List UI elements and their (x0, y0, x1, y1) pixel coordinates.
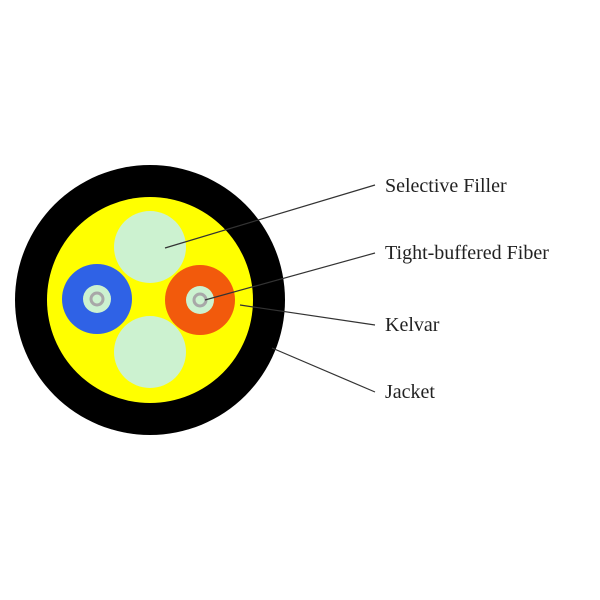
label-kelvar: Kelvar (385, 314, 440, 336)
cable-cross-section (15, 165, 285, 435)
leader-line-tight-buffered-fiber (204, 252, 376, 301)
kelvar-layer (47, 197, 253, 403)
fiber-cladding-left (83, 285, 111, 313)
label-jacket: Jacket (385, 381, 435, 403)
leader-lines (164, 184, 376, 393)
leader-line-kelvar (239, 304, 376, 326)
tight-buffered-fiber-left (62, 264, 132, 334)
leader-line-selective-filler (164, 184, 376, 249)
fiber-cladding-right (186, 286, 214, 314)
tight-buffered-fiber-right (165, 265, 235, 335)
label-tight-buffered-fiber: Tight-buffered Fiber (385, 242, 549, 264)
leader-line-jacket (271, 347, 376, 393)
component-labels: Selective Filler Tight-buffered Fiber Ke… (385, 175, 549, 403)
label-selective-filler: Selective Filler (385, 175, 507, 197)
fiber-core-left (89, 291, 105, 307)
selective-filler-bottom (114, 316, 186, 388)
selective-filler-top (114, 211, 186, 283)
